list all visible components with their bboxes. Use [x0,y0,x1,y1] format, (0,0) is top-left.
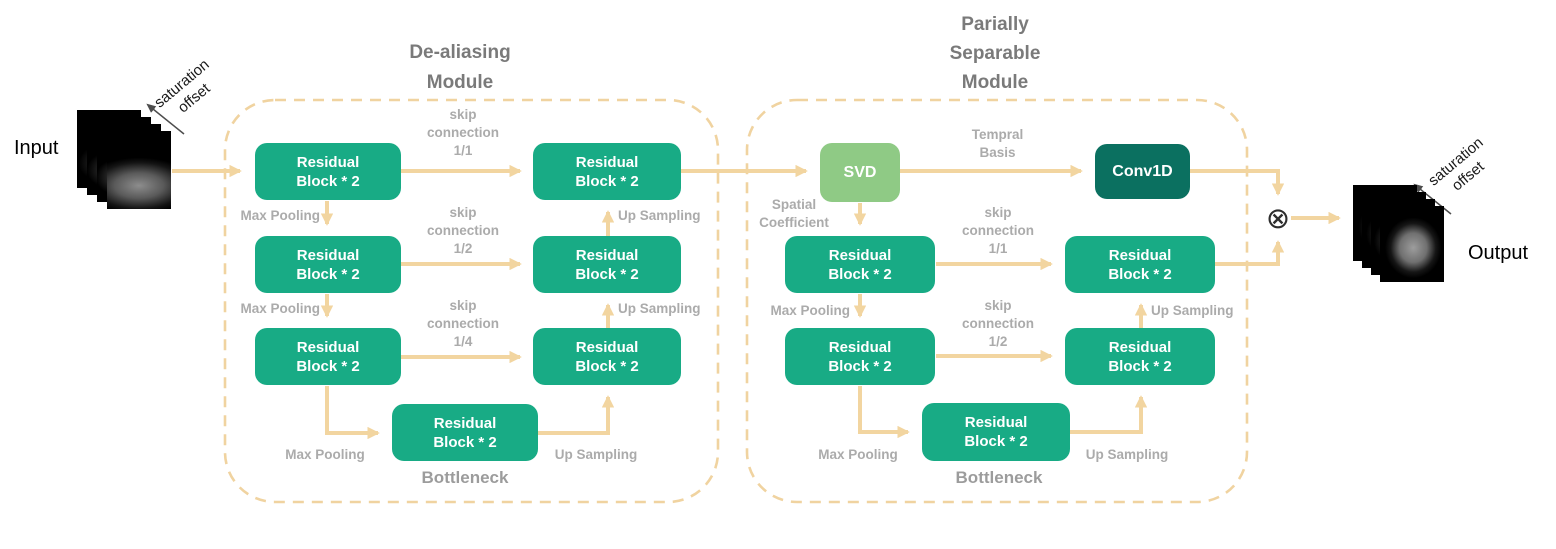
arrow-m2-maxpool2 [858,386,910,439]
spatial-coefficient-label: Spatial Coefficient [759,197,829,230]
m1-bottleneck-label: Bottleneck [421,468,509,487]
input-label: Input [14,137,59,159]
m2-skip-connection-1-label: skip connection 1/1 [961,205,1034,256]
m1-up-sampling-2-label: Up Sampling [618,301,701,316]
m1-encoder-block-2: Residual Block * 2 [255,236,401,293]
svd-block: SVD [820,143,900,202]
separable-module-border [745,98,1249,504]
m2-bottleneck-label: Bottleneck [955,468,1043,487]
m2-encoder-block-1: Residual Block * 2 [785,236,935,293]
m1-max-pooling-2-label: Max Pooling [240,301,320,316]
m1-encoder-block-3: Residual Block * 2 [255,328,401,385]
conv1d-block: Conv1D [1095,144,1190,199]
elementwise-product-icon: ⊗ [1265,201,1291,235]
m2-up-sampling-2-label: Up Sampling [1085,447,1169,462]
arrow-conv1d-to-product [1190,169,1285,196]
m2-skip-connection-2-label: skip connection 1/2 [961,298,1034,349]
m1-skip-connection-3-label: skip connection 1/4 [426,298,499,349]
m2-encoder-block-2: Residual Block * 2 [785,328,935,385]
dealiasing-module-title: De-aliasing Module [409,42,511,93]
arrow-m1-upsample3 [538,395,615,435]
m1-encoder-block-1: Residual Block * 2 [255,143,401,200]
m1-decoder-block-2: Residual Block * 2 [533,236,681,293]
m1-max-pooling-1-label: Max Pooling [240,208,320,223]
m1-skip-connection-2-label: skip connection 1/2 [426,205,499,256]
output-mri-slice [1380,206,1444,282]
m1-bottleneck-block: Residual Block * 2 [392,404,538,461]
dealiasing-module-border [223,98,720,504]
m1-up-sampling-3-label: Up Sampling [554,447,638,462]
m2-up-sampling-1-label: Up Sampling [1151,303,1234,318]
m2-decoder-block-2: Residual Block * 2 [1065,328,1215,385]
m2-max-pooling-2-label: Max Pooling [818,447,898,462]
input-mri-slice [107,131,171,209]
m1-skip-connection-1-label: skip connection 1/1 [426,107,499,158]
m2-decoder-block-1: Residual Block * 2 [1065,236,1215,293]
temporal-basis-label: Tempral Basis [971,127,1024,160]
m2-max-pooling-1-label: Max Pooling [770,303,850,318]
arrow-m2dec1-to-product [1215,240,1285,266]
m2-bottleneck-block: Residual Block * 2 [922,403,1070,461]
input-saturation-arrow-icon [146,103,185,135]
separable-module-title: Parially Separable Module [949,14,1041,93]
arrow-m1-maxpool3 [325,386,380,440]
m1-up-sampling-1-label: Up Sampling [618,208,701,223]
arrow-m2-upsample2 [1070,395,1148,434]
m1-decoder-block-1: Residual Block * 2 [533,143,681,200]
m1-max-pooling-3-label: Max Pooling [285,447,365,462]
output-label: Output [1468,242,1529,264]
m1-decoder-block-3: Residual Block * 2 [533,328,681,385]
